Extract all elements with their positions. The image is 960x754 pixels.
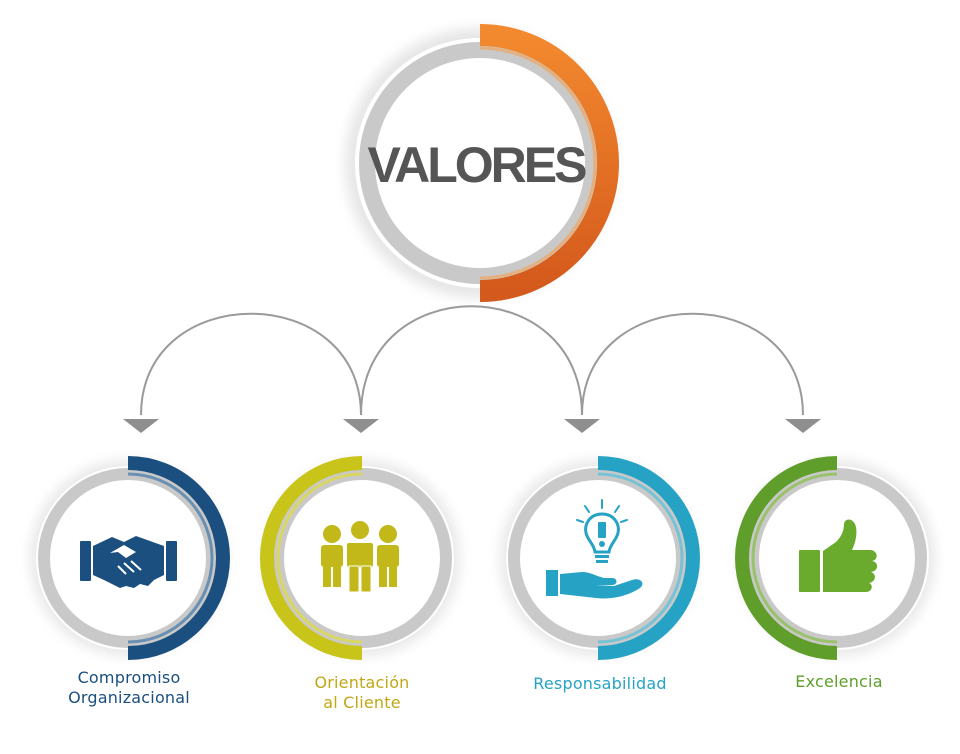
center-title: VALORES (368, 137, 587, 193)
value-label-line: al Cliente (323, 693, 401, 712)
arrowhead (564, 419, 600, 433)
connector-arc (140, 312, 362, 416)
arrowhead (785, 419, 821, 433)
center-circle: VALORES (345, 24, 619, 302)
value-circle-excelencia (735, 456, 935, 660)
value-label-line: Organizacional (68, 688, 190, 707)
thumbs-up-icon (799, 519, 878, 592)
value-label-line: Orientación (314, 673, 410, 692)
value-label-line: Excelencia (795, 672, 883, 691)
value-label-responsabilidad: Responsabilidad (500, 674, 700, 694)
arrowhead (343, 419, 379, 433)
connector-arc (581, 312, 804, 416)
connectors (140, 305, 804, 416)
arrowhead (123, 419, 159, 433)
handshake-icon (80, 536, 177, 588)
value-label-line: Responsabilidad (533, 674, 667, 693)
value-label-orientacion: Orientación al Cliente (262, 673, 462, 713)
value-label-compromiso: Compromiso Organizacional (29, 668, 229, 708)
value-circle-orientacion (260, 456, 460, 660)
value-circle-compromiso (30, 456, 230, 660)
value-circle-responsabilidad (500, 456, 700, 660)
arrowheads (123, 419, 821, 433)
value-label-excelencia: Excelencia (739, 672, 939, 692)
lightbulb-hand-icon (546, 499, 643, 599)
people-group-icon (321, 519, 399, 593)
connector-arc (360, 305, 583, 416)
value-label-line: Compromiso (77, 668, 181, 687)
center-accent-arc (479, 24, 619, 302)
